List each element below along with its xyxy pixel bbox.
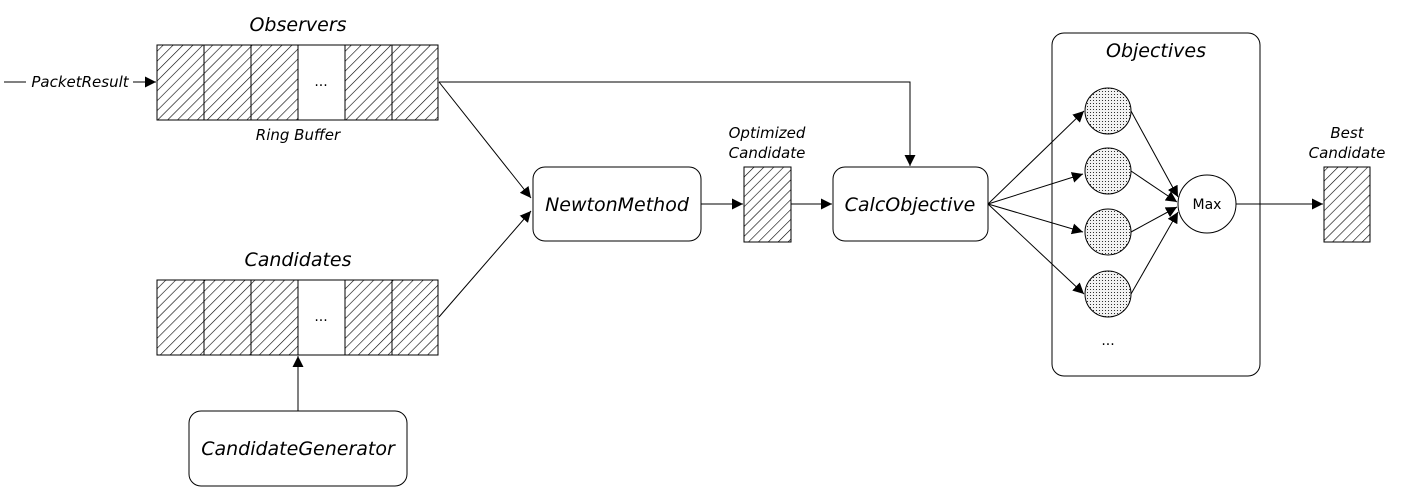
- objective-node-3: [1084, 208, 1132, 256]
- calc-objective-label: CalcObjective: [845, 194, 976, 216]
- observers-ellipsis: ...: [314, 74, 327, 90]
- candidates-buffer: [156, 279, 439, 356]
- observers-to-calc-arrow: [439, 81, 916, 166]
- observers-cell-1: [156, 44, 205, 121]
- candidates-cell-2: [203, 279, 252, 356]
- objective-4-to-max-arrow: [1130, 211, 1179, 295]
- calc-to-objective-3-arrow: [987, 203, 1084, 235]
- calc-to-objective-1-arrow: [987, 110, 1085, 205]
- candidates-cell-3: [250, 279, 299, 356]
- candidate-generator-label: CandidateGenerator: [201, 438, 396, 460]
- optimized-label-line2: Candidate: [729, 144, 806, 162]
- observers-cell-empty: [297, 44, 346, 121]
- calc-to-objective-2-arrow: [987, 172, 1084, 205]
- objectives-ellipsis: ...: [1101, 333, 1114, 349]
- candidates-to-newton-arrow: [438, 210, 532, 318]
- objective-node-4: [1084, 270, 1132, 318]
- max-label: Max: [1193, 197, 1222, 213]
- candidates-ellipsis: ...: [314, 309, 327, 325]
- best-label-line1: Best: [1330, 124, 1364, 142]
- candidates-cell-6: [391, 279, 439, 356]
- newton-method-label: NewtonMethod: [545, 194, 690, 216]
- best-candidate-box: [1323, 166, 1371, 243]
- observers-title: Observers: [249, 14, 346, 36]
- packetresult-label: PacketResult: [31, 73, 129, 91]
- candidates-cell-1: [156, 279, 205, 356]
- observers-cell-6: [391, 44, 439, 121]
- observers-ring-buffer: [156, 44, 439, 121]
- calc-to-objective-4-arrow: [987, 203, 1085, 295]
- objective-node-2: [1084, 147, 1132, 195]
- objective-2-to-max-arrow: [1130, 170, 1178, 203]
- objective-node-1: [1084, 87, 1132, 135]
- observers-to-newton-arrow: [438, 81, 532, 199]
- optimized-label-line1: Optimized: [729, 124, 806, 142]
- optimized-candidate-box: [743, 166, 792, 243]
- candidates-cell-5: [344, 279, 393, 356]
- best-label-line2: Candidate: [1309, 144, 1386, 162]
- objectives-title: Objectives: [1106, 40, 1206, 62]
- observers-cell-5: [344, 44, 393, 121]
- candidates-title: Candidates: [244, 249, 351, 271]
- observers-cell-3: [250, 44, 299, 121]
- objective-3-to-max-arrow: [1130, 206, 1178, 233]
- objective-1-to-max-arrow: [1130, 110, 1179, 198]
- ring-buffer-caption: Ring Buffer: [256, 126, 341, 144]
- observers-cell-2: [203, 44, 252, 121]
- candidates-cell-empty: [297, 279, 346, 356]
